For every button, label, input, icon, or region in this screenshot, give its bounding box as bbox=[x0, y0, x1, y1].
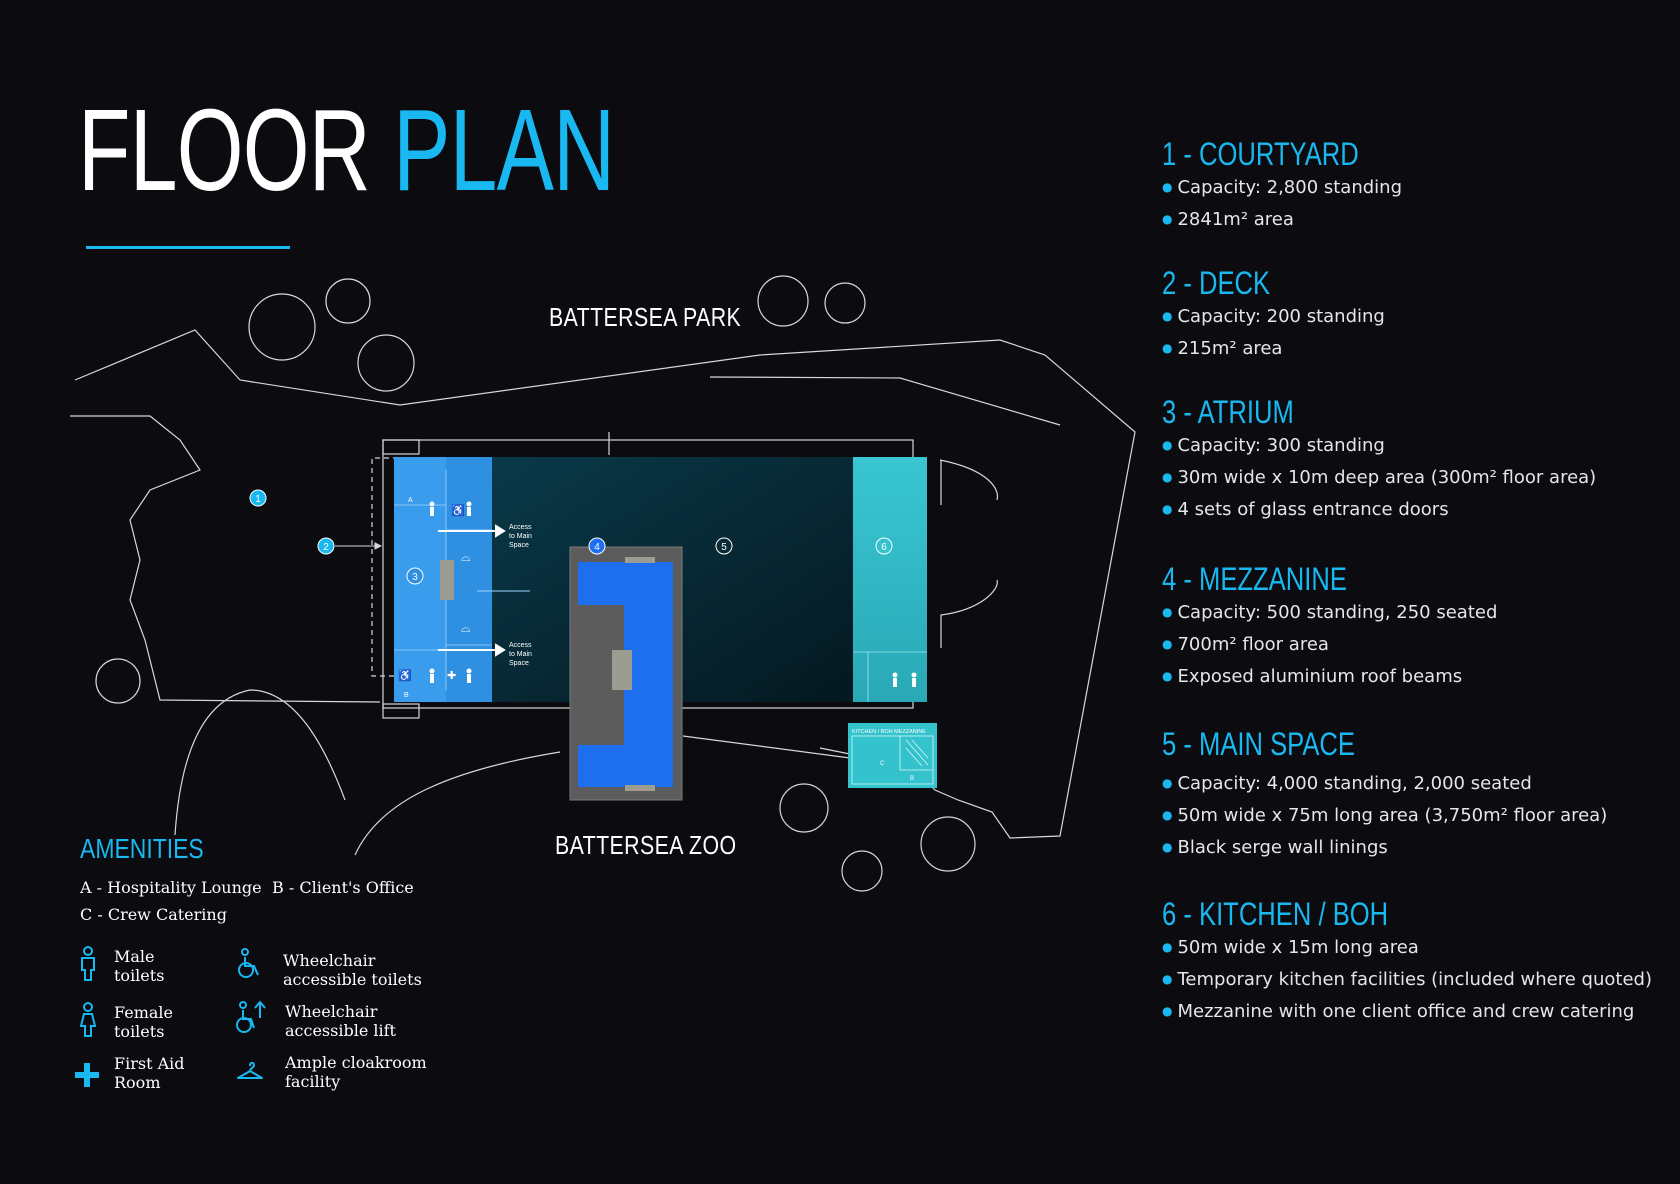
section-atrium-item-1: Capacity: 300 standing bbox=[1177, 435, 1385, 456]
park-boundary-lines bbox=[70, 329, 1136, 856]
legend-female-icon bbox=[78, 1002, 98, 1043]
amenities-heading: AMENITIES bbox=[80, 833, 204, 864]
legend-female-label: Female toilets bbox=[114, 1003, 284, 1041]
title-word-plan: PLAN bbox=[393, 85, 615, 215]
svg-text:♿: ♿ bbox=[451, 504, 465, 517]
svg-text:⌓: ⌓ bbox=[461, 621, 471, 635]
legend-first-aid-line2: Room bbox=[114, 1073, 161, 1092]
legend-hanger-line2: facility bbox=[285, 1072, 341, 1091]
access-label-bottom-2: to Main bbox=[509, 651, 532, 658]
section-main-space-item-1: Capacity: 4,000 standing, 2,000 seated bbox=[1177, 773, 1532, 794]
title-word-floor: FLOOR bbox=[78, 85, 371, 215]
marker-6: 6 bbox=[881, 542, 887, 553]
legend-lift-line1: Wheelchair bbox=[285, 1002, 378, 1021]
section-kitchen-boh-item-1: 50m wide x 15m long area bbox=[1177, 937, 1419, 958]
legend-wheelchair-line1: Wheelchair bbox=[283, 951, 376, 970]
legend-first-aid-label: First Aid Room bbox=[114, 1054, 284, 1092]
access-arrows bbox=[438, 524, 530, 657]
legend-male-line2: toilets bbox=[114, 966, 165, 985]
legend-male-line1: Male bbox=[114, 947, 155, 966]
legend-wheelchair-icon bbox=[236, 948, 264, 985]
title-underline bbox=[86, 246, 290, 249]
legend-wheelchair-line2: accessible toilets bbox=[283, 970, 422, 989]
section-mezzanine: 4 - MEZZANINE ●Capacity: 500 standing, 2… bbox=[1162, 561, 1662, 693]
section-kitchen-boh: 6 - KITCHEN / BOH ●50m wide x 15m long a… bbox=[1162, 896, 1652, 1022]
legend-lift-label: Wheelchair accessible lift bbox=[285, 1002, 455, 1040]
section-kitchen-boh-title: 6 - KITCHEN / BOH bbox=[1162, 896, 1389, 932]
marker-4: 4 bbox=[594, 542, 600, 553]
deck-arrow bbox=[335, 542, 383, 550]
kitchen-toilet-icons bbox=[892, 672, 917, 687]
room-key-c: C - Crew Catering bbox=[80, 905, 227, 924]
section-courtyard-title: 1 - COURTYARD bbox=[1162, 136, 1359, 172]
section-courtyard-item-1: Capacity: 2,800 standing bbox=[1177, 177, 1403, 198]
kitchen-boh-area bbox=[853, 457, 927, 702]
legend-male-icon bbox=[78, 946, 98, 987]
room-letter-a: A bbox=[408, 497, 413, 504]
legend-female-line1: Female bbox=[114, 1003, 173, 1022]
legend-hanger-label: Ample cloakroom facility bbox=[285, 1053, 455, 1091]
section-courtyard-item-2: 2841m² area bbox=[1177, 209, 1294, 230]
section-main-space-item-3: Black serge wall linings bbox=[1177, 837, 1388, 858]
access-label-top-3: Space bbox=[509, 542, 529, 549]
room-key-b: B - Client's Office bbox=[272, 878, 414, 897]
room-letter-c: C bbox=[880, 761, 885, 767]
legend-first-aid-line1: First Aid bbox=[114, 1054, 185, 1073]
access-label-top-2: to Main bbox=[509, 533, 532, 540]
tree-symbols bbox=[95, 275, 976, 892]
room-letter-b-kitchen: B bbox=[910, 776, 914, 782]
section-atrium-title: 3 - ATRIUM bbox=[1162, 394, 1294, 430]
section-atrium-item-3: 4 sets of glass entrance doors bbox=[1177, 499, 1449, 520]
legend-male-label: Male toilets bbox=[114, 947, 284, 985]
legend-first-aid-icon bbox=[75, 1063, 99, 1092]
section-deck-title: 2 - DECK bbox=[1162, 265, 1271, 301]
section-atrium-item-2: 30m wide x 10m deep area (300m² floor ar… bbox=[1177, 467, 1597, 488]
legend-lift-icon bbox=[236, 1000, 268, 1039]
section-deck-item-1: Capacity: 200 standing bbox=[1177, 306, 1385, 327]
marker-2: 2 bbox=[323, 542, 329, 553]
section-main-space-title: 5 - MAIN SPACE bbox=[1162, 726, 1355, 762]
section-deck-item-2: 215m² area bbox=[1177, 338, 1283, 359]
section-deck: 2 - DECK ●Capacity: 200 standing ●215m² … bbox=[1162, 265, 1662, 365]
legend-female-line2: toilets bbox=[114, 1022, 165, 1041]
section-courtyard-item: ●2841m² area bbox=[1162, 209, 1294, 230]
legend-hanger-icon bbox=[236, 1060, 264, 1087]
legend-lift-line2: accessible lift bbox=[285, 1021, 396, 1040]
room-letter-b: B bbox=[404, 692, 409, 699]
battersea-zoo-label: BATTERSEA ZOO bbox=[555, 830, 737, 860]
svg-text:⌓: ⌓ bbox=[461, 550, 471, 564]
page-title: FLOOR PLAN bbox=[78, 92, 615, 208]
section-atrium: 3 - ATRIUM ●Capacity: 300 standing ●30m … bbox=[1162, 394, 1597, 520]
access-label-top-1: Access bbox=[509, 524, 532, 531]
kitchen-mezzanine-label: KITCHEN / BOH MEZZANINE bbox=[852, 729, 926, 735]
section-mezzanine-item-1: Capacity: 500 standing, 250 seated bbox=[1177, 602, 1498, 623]
section-mezzanine-title: 4 - MEZZANINE bbox=[1162, 561, 1347, 597]
section-mezzanine-item-3: Exposed aluminium roof beams bbox=[1177, 666, 1463, 687]
section-courtyard-item: ●Capacity: 2,800 standing bbox=[1162, 177, 1403, 198]
section-mezzanine-item-2: 700m² floor area bbox=[1177, 634, 1329, 655]
legend-hanger-line1: Ample cloakroom bbox=[285, 1053, 427, 1072]
section-main-space-item-2: 50m wide x 75m long area (3,750m² floor … bbox=[1177, 805, 1608, 826]
marker-1: 1 bbox=[255, 494, 261, 505]
section-kitchen-boh-item-3: Mezzanine with one client office and cre… bbox=[1177, 1001, 1635, 1022]
legend-wheelchair-label: Wheelchair accessible toilets bbox=[283, 951, 453, 989]
room-key-a: A - Hospitality Lounge bbox=[80, 878, 262, 897]
svg-text:♿: ♿ bbox=[398, 669, 412, 682]
atrium-icons: ♿ ♿ ✚ ⌓ ⌓ bbox=[398, 501, 472, 683]
section-kitchen-boh-item-2: Temporary kitchen facilities (included w… bbox=[1177, 969, 1652, 990]
battersea-park-label: BATTERSEA PARK bbox=[549, 302, 742, 332]
section-courtyard: 1 - COURTYARD ●Capacity: 2,800 standing … bbox=[1162, 136, 1662, 236]
access-label-bottom-1: Access bbox=[509, 642, 532, 649]
access-label-bottom-3: Space bbox=[509, 660, 529, 667]
marker-3: 3 bbox=[412, 572, 418, 583]
marker-5: 5 bbox=[721, 542, 727, 553]
kitchen-mezzanine-box bbox=[848, 723, 937, 788]
svg-text:✚: ✚ bbox=[447, 670, 456, 682]
section-main-space: 5 - MAIN SPACE ●Capacity: 4,000 standing… bbox=[1162, 726, 1608, 858]
